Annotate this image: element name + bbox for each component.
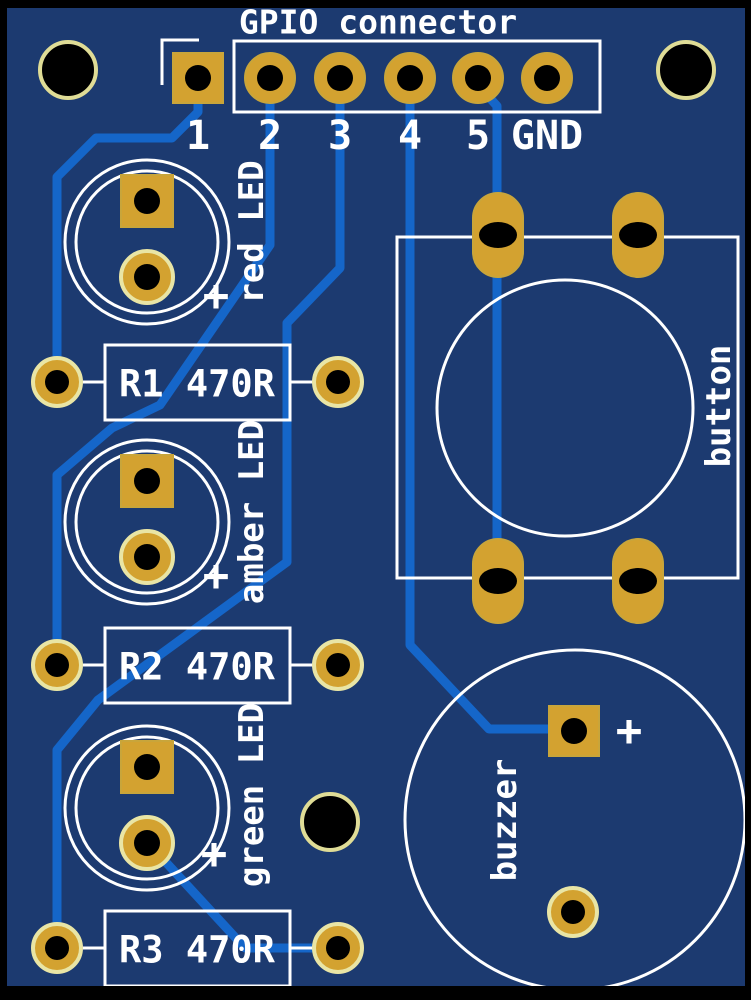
mounting-hole-top-left — [38, 40, 98, 100]
r1-right-hole — [326, 370, 350, 394]
green-led-outline-outer — [63, 724, 231, 892]
pin1-indicator-bracket — [160, 38, 199, 85]
green-led-label: green LED — [232, 703, 272, 887]
trace-pin2-to-r2 — [52, 85, 275, 665]
mounting-hole-middle — [300, 792, 360, 852]
red-led-cathode-hole — [134, 188, 160, 214]
button-hole-top-left — [479, 222, 517, 248]
pin-label-gnd: GND — [511, 113, 583, 159]
pin-2-hole — [257, 65, 283, 91]
buzzer-label: buzzer — [485, 759, 525, 882]
green-led-outline-inner — [74, 735, 220, 881]
board-substrate — [7, 8, 745, 986]
r3-left-hole — [45, 936, 69, 960]
board-edge-right — [745, 0, 751, 1000]
pin-label-3: 3 — [328, 113, 352, 159]
red-led-anode-hole — [134, 264, 160, 290]
amber-led-outline-inner — [74, 449, 220, 595]
pin-gnd-hole — [534, 65, 560, 91]
mounting-hole-top-right — [656, 40, 716, 100]
amber-led-label: amber LED — [232, 420, 272, 604]
red-led-outline-inner — [74, 169, 220, 315]
trace-pin3-to-r3 — [52, 85, 345, 948]
board-edge-top — [0, 0, 751, 8]
resistor-r2-label: R2 470R — [119, 646, 276, 689]
trace-pin1-to-r1 — [52, 85, 203, 382]
resistor-r1-label: R1 470R — [119, 363, 276, 406]
pads-layer — [31, 40, 716, 974]
red-led-outline-outer — [63, 158, 231, 326]
pin-3-hole — [327, 65, 353, 91]
green-led-polarity: + — [201, 829, 228, 880]
pin-4-hole — [397, 65, 423, 91]
trace-pin4-to-buzzer — [405, 85, 550, 734]
button-hole-top-right — [619, 222, 657, 248]
r2-left-hole — [45, 653, 69, 677]
button-circle — [435, 278, 695, 538]
pin-label-2: 2 — [258, 113, 282, 159]
pin-label-4: 4 — [398, 113, 422, 159]
gpio-connector-outline — [232, 39, 602, 114]
copper-traces — [52, 81, 550, 953]
button-hole-bottom-left — [479, 568, 517, 594]
pin-label-5: 5 — [466, 113, 490, 159]
gpio-connector-title: GPIO connector — [239, 3, 517, 42]
amber-led-anode-hole — [134, 544, 160, 570]
pin-1-hole — [185, 65, 211, 91]
green-led-anode-hole — [134, 830, 160, 856]
amber-led-polarity: + — [203, 551, 230, 602]
resistor-r3-label: R3 470R — [119, 929, 276, 972]
r1-left-hole — [45, 370, 69, 394]
board-edge-bottom — [0, 986, 751, 1000]
pin-label-1: 1 — [186, 113, 210, 159]
board-edge-left — [0, 0, 7, 1000]
button-label: button — [699, 345, 739, 468]
amber-led-outline-outer — [63, 438, 231, 606]
red-led-polarity: + — [203, 271, 230, 322]
button-outline — [395, 235, 740, 580]
r3-right-hole — [326, 936, 350, 960]
button-hole-bottom-right — [619, 568, 657, 594]
green-led-cathode-hole — [134, 754, 160, 780]
red-led-label: red LED — [232, 160, 272, 303]
amber-led-cathode-hole — [134, 468, 160, 494]
pin-5-hole — [465, 65, 491, 91]
buzzer-positive-hole — [561, 718, 587, 744]
buzzer-polarity: + — [616, 706, 643, 757]
r2-right-hole — [326, 653, 350, 677]
buzzer-negative-hole — [561, 900, 585, 924]
